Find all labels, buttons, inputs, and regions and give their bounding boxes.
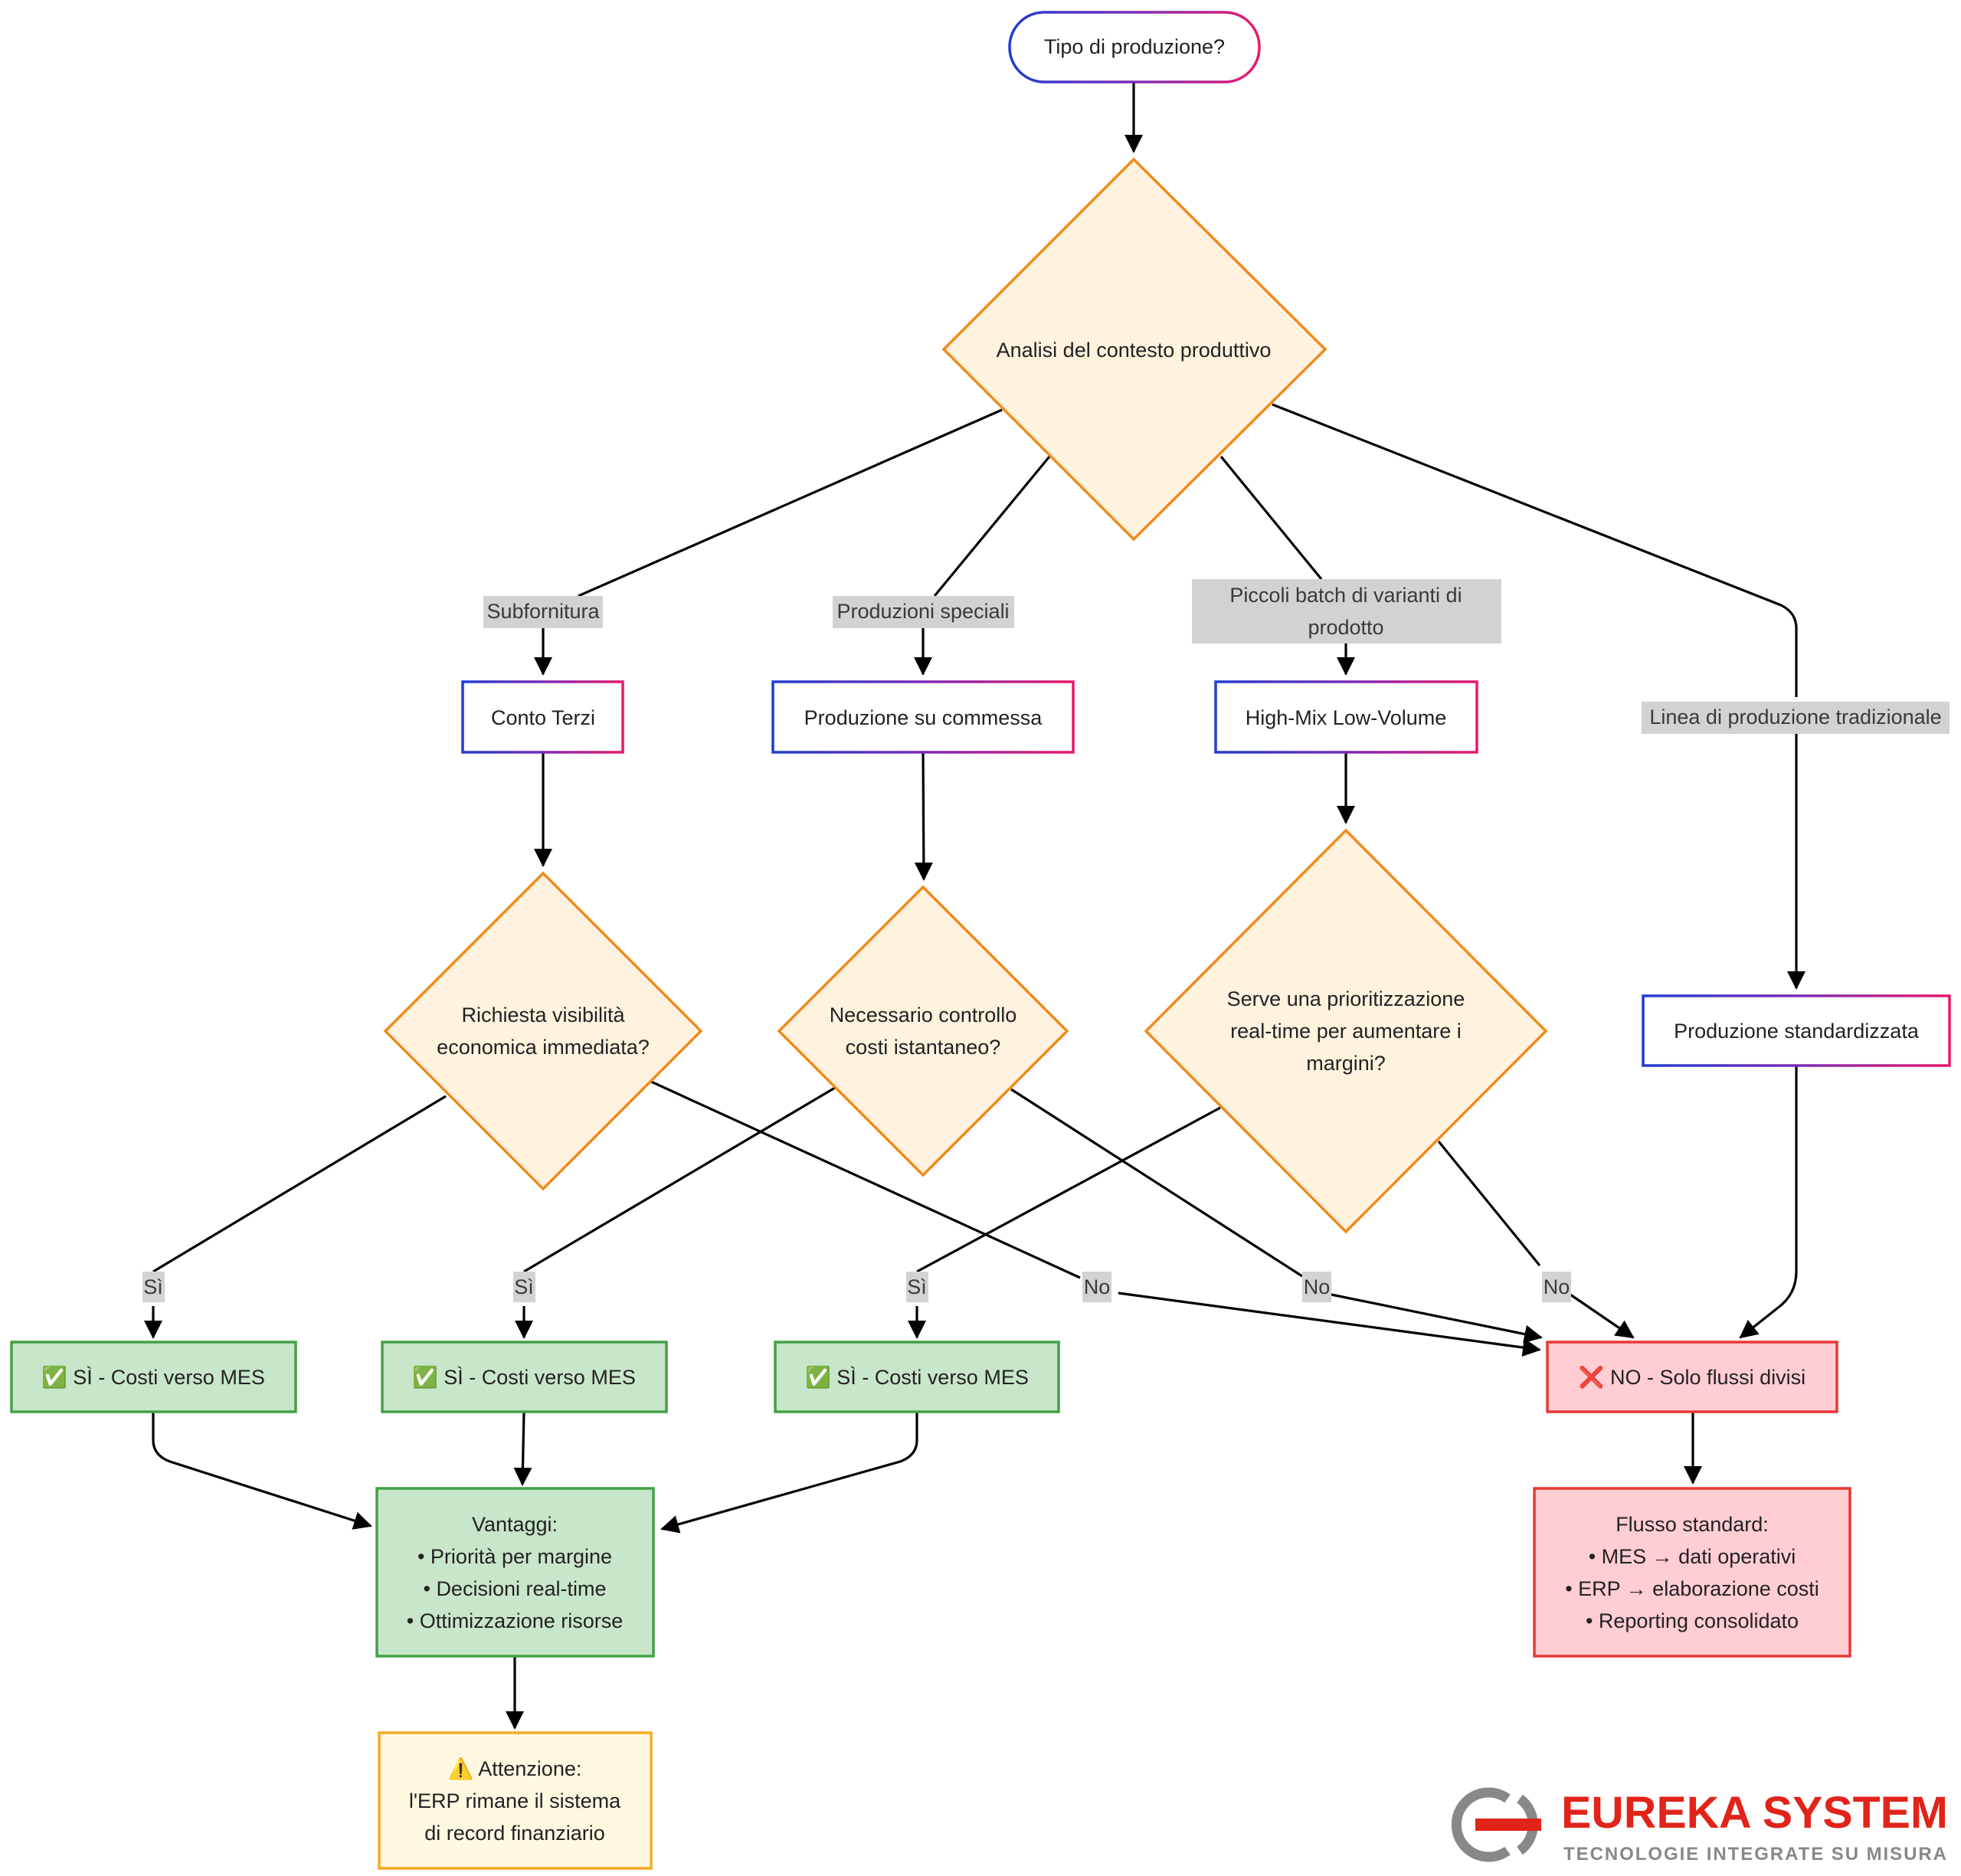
svg-text:High-Mix Low-Volume: High-Mix Low-Volume bbox=[1246, 706, 1447, 729]
svg-text:Richiesta visibilità: Richiesta visibilità bbox=[461, 1003, 625, 1026]
edge-commessa-q2 bbox=[914, 752, 933, 881]
edge-analysis-speciali bbox=[933, 455, 1051, 598]
type-high-mix: High-Mix Low-Volume bbox=[1214, 680, 1478, 754]
analysis-decision: Analisi del contesto produttivo bbox=[941, 157, 1328, 542]
edge-q3-no-arrow bbox=[1570, 1293, 1635, 1339]
svg-text:costi istantaneo?: costi istantaneo? bbox=[846, 1036, 1001, 1059]
no-box: ❌ NO - Solo flussi divisi bbox=[1546, 1341, 1838, 1413]
svg-text:Linea di produzione tradiziona: Linea di produzione tradizionale bbox=[1649, 706, 1941, 728]
edge-q2-no bbox=[1010, 1088, 1303, 1278]
edge-q3-no bbox=[1437, 1140, 1541, 1267]
branch-label-produzioni-speciali: Produzioni speciali bbox=[833, 596, 1014, 628]
svg-text:l'ERP rimane il sistema: l'ERP rimane il sistema bbox=[409, 1789, 621, 1812]
standard-flow-box: Flusso standard: • MES → dati operativi … bbox=[1533, 1487, 1851, 1658]
svg-text:Produzione standardizzata: Produzione standardizzata bbox=[1674, 1020, 1920, 1043]
edge-label-yes-2: Sì bbox=[513, 1272, 535, 1302]
svg-text:No: No bbox=[1544, 1275, 1570, 1298]
start-node: Tipo di produzione? bbox=[1008, 11, 1261, 83]
edge-yes1-advantages bbox=[152, 1412, 372, 1530]
svg-text:✅ SÌ - Costi verso MES: ✅ SÌ - Costi verso MES bbox=[805, 1365, 1029, 1389]
start-label: Tipo di produzione? bbox=[1044, 35, 1225, 58]
svg-text:Sì: Sì bbox=[514, 1275, 534, 1298]
advantages-box: Vantaggi: • Priorità per margine • Decis… bbox=[375, 1487, 655, 1658]
edge-yes3-advantages bbox=[660, 1412, 918, 1534]
svg-text:✅ SÌ - Costi verso MES: ✅ SÌ - Costi verso MES bbox=[41, 1365, 265, 1389]
svg-text:prodotto: prodotto bbox=[1308, 616, 1383, 639]
eureka-logo: EUREKA SYSTEM TECNOLOGIE INTEGRATE SU MI… bbox=[1451, 1787, 1948, 1865]
edge-q1-no-arrow bbox=[1118, 1292, 1541, 1357]
analysis-label: Analisi del contesto produttivo bbox=[997, 339, 1272, 362]
svg-text:• ERP → elaborazione costi: • ERP → elaborazione costi bbox=[1565, 1577, 1819, 1600]
svg-text:economica immediata?: economica immediata? bbox=[437, 1036, 650, 1059]
svg-text:⚠️ Attenzione:: ⚠️ Attenzione: bbox=[448, 1756, 582, 1780]
svg-text:• Decisioni real-time: • Decisioni real-time bbox=[423, 1577, 606, 1600]
svg-text:Subfornitura: Subfornitura bbox=[486, 600, 600, 623]
svg-text:di record finanziario: di record finanziario bbox=[424, 1822, 605, 1845]
question-prioritizzazione: Serve una prioritizzazione real-time per… bbox=[1144, 828, 1548, 1234]
question-visibilita: Richiesta visibilità economica immediata… bbox=[383, 871, 703, 1191]
yes-box-3: ✅ SÌ - Costi verso MES bbox=[774, 1341, 1060, 1413]
svg-text:Produzioni speciali: Produzioni speciali bbox=[836, 600, 1009, 623]
edge-q1-no bbox=[650, 1080, 1081, 1279]
type-produzione-commessa: Produzione su commessa bbox=[771, 680, 1075, 754]
svg-text:• Reporting consolidato: • Reporting consolidato bbox=[1586, 1609, 1799, 1632]
svg-text:Conto Terzi: Conto Terzi bbox=[491, 706, 595, 729]
svg-text:No: No bbox=[1304, 1275, 1331, 1298]
svg-text:Necessario controllo: Necessario controllo bbox=[830, 1003, 1017, 1026]
svg-text:real-time per aumentare i: real-time per aumentare i bbox=[1230, 1020, 1462, 1043]
svg-text:Flusso standard:: Flusso standard: bbox=[1616, 1513, 1769, 1536]
edge-label-no-1: No bbox=[1082, 1272, 1111, 1302]
connectors bbox=[144, 83, 1805, 1730]
eureka-logo-mark bbox=[1451, 1787, 1541, 1862]
warning-box: ⚠️ Attenzione: l'ERP rimane il sistema d… bbox=[378, 1731, 653, 1870]
type-conto-terzi: Conto Terzi bbox=[461, 680, 624, 754]
edge-q2-no-arrow bbox=[1331, 1293, 1543, 1344]
edge-analysis-subfornitura bbox=[578, 408, 1003, 598]
edge-yes2-advantages bbox=[513, 1411, 532, 1486]
edge-q2-yes bbox=[523, 1086, 836, 1273]
svg-text:Piccoli batch di varianti di: Piccoli batch di varianti di bbox=[1229, 584, 1462, 607]
svg-text:No: No bbox=[1084, 1275, 1111, 1298]
svg-text:Sì: Sì bbox=[143, 1275, 163, 1298]
svg-text:Serve una prioritizzazione: Serve una prioritizzazione bbox=[1227, 987, 1465, 1010]
svg-text:Produzione su commessa: Produzione su commessa bbox=[804, 706, 1043, 729]
type-produzione-standardizzata: Produzione standardizzata bbox=[1642, 994, 1951, 1067]
svg-text:❌ NO - Solo flussi divisi: ❌ NO - Solo flussi divisi bbox=[1579, 1365, 1805, 1390]
edge-q1-yes bbox=[152, 1095, 447, 1273]
svg-text:Sì: Sì bbox=[907, 1275, 927, 1298]
question-controllo-costi: Necessario controllo costi istantaneo? bbox=[777, 885, 1069, 1177]
svg-text:✅ SÌ - Costi verso MES: ✅ SÌ - Costi verso MES bbox=[412, 1365, 636, 1389]
edge-q3-yes bbox=[916, 1106, 1221, 1273]
svg-text:• MES → dati operativi: • MES → dati operativi bbox=[1589, 1545, 1796, 1568]
svg-text:• Ottimizzazione risorse: • Ottimizzazione risorse bbox=[407, 1609, 624, 1632]
edge-analysis-tradizionale bbox=[1272, 403, 1798, 697]
branch-label-linea-tradizionale: Linea di produzione tradizionale bbox=[1642, 702, 1950, 734]
edge-standardizzata-no bbox=[1739, 1066, 1798, 1339]
edge-analysis-batch bbox=[1219, 455, 1323, 581]
branch-label-piccoli-batch: Piccoli batch di varianti di prodotto bbox=[1192, 579, 1501, 643]
edge-label-yes-3: Sì bbox=[906, 1272, 928, 1302]
edge-label-no-2: No bbox=[1302, 1272, 1331, 1302]
logo-name: EUREKA SYSTEM bbox=[1561, 1788, 1948, 1838]
branch-label-subfornitura: Subfornitura bbox=[483, 596, 603, 628]
edge-label-yes-1: Sì bbox=[142, 1272, 165, 1302]
svg-text:margini?: margini? bbox=[1306, 1052, 1386, 1075]
svg-text:Vantaggi:: Vantaggi: bbox=[472, 1513, 558, 1536]
logo-tagline: TECNOLOGIE INTEGRATE SU MISURA bbox=[1563, 1844, 1946, 1865]
yes-box-1: ✅ SÌ - Costi verso MES bbox=[10, 1341, 297, 1413]
edge-label-no-3: No bbox=[1542, 1272, 1571, 1302]
svg-text:• Priorità per margine: • Priorità per margine bbox=[417, 1545, 612, 1568]
yes-box-2: ✅ SÌ - Costi verso MES bbox=[381, 1341, 668, 1413]
